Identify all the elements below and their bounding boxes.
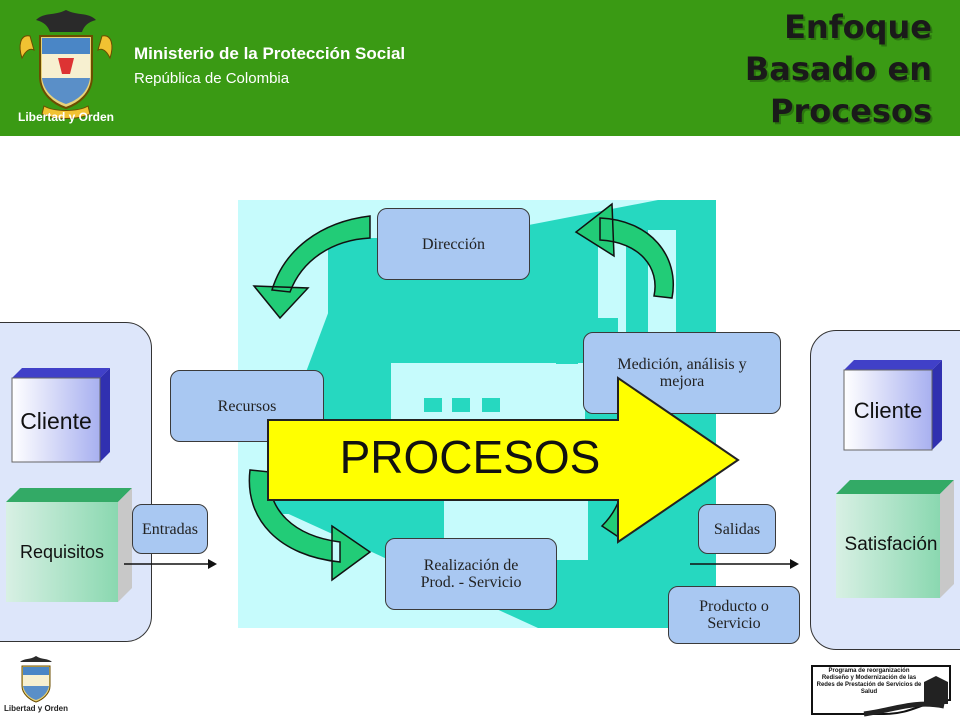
ministry-name: Ministerio de la Protección Social <box>134 44 406 63</box>
right-satisfaction-block <box>836 480 954 598</box>
republic-name: República de Colombia <box>134 70 290 87</box>
input-flow-arrow <box>124 559 217 569</box>
footer-emblem-motto: Libertad y Orden <box>3 704 68 713</box>
header-emblem-motto: Libertad y Orden <box>17 110 115 124</box>
direccion-box: Dirección <box>377 208 530 280</box>
right-satisfaction-label: Satisfación <box>844 534 938 555</box>
left-client-cube <box>11 368 110 463</box>
procesos-label: PROCESOS <box>339 431 601 483</box>
program-logo-text: Programa de reorganización Rediseño y Mo… <box>816 668 922 695</box>
procesos-arrow <box>267 376 740 544</box>
output-flow-arrow <box>690 559 799 569</box>
colombia-emblem-icon <box>19 10 113 119</box>
left-client-label: Cliente <box>20 408 92 434</box>
cycle-arrow-top-left <box>252 215 371 320</box>
left-requirements-block <box>6 488 132 602</box>
right-client-label: Cliente <box>853 398 923 423</box>
left-requirements-label: Requisitos <box>19 542 105 562</box>
program-logo-icon <box>811 665 951 717</box>
producto-box: Producto o Servicio <box>668 586 800 644</box>
realizacion-box: Realización de Prod. - Servicio <box>385 538 557 610</box>
recursos-box: Recursos <box>170 370 324 442</box>
footer-emblem-icon <box>20 656 52 703</box>
cycle-arrow-top-right <box>574 202 674 299</box>
right-client-cube <box>843 360 942 451</box>
medicion-box: Medición, análisis y mejora <box>583 332 781 414</box>
entradas-box: Entradas <box>132 504 208 554</box>
header-bar: Libertad y Orden Ministerio de la Protec… <box>0 0 960 136</box>
page-title: Enfoque Basado en Procesos <box>744 8 932 130</box>
salidas-box: Salidas <box>698 504 776 554</box>
